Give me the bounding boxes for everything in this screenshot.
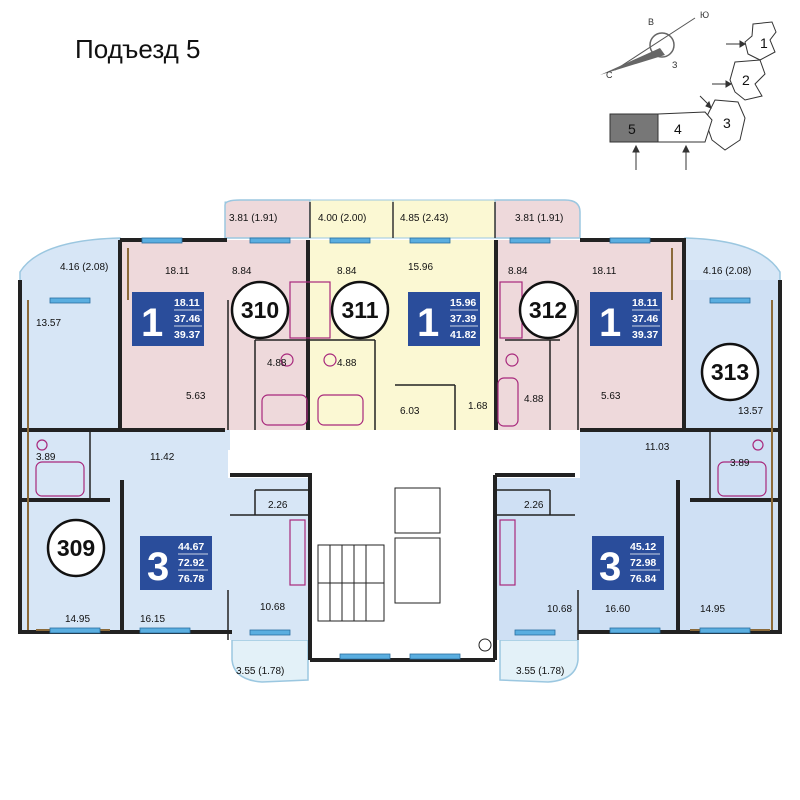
area-balcony-311-b: 4.85 (2.43): [400, 213, 448, 224]
svg-text:1: 1: [417, 301, 439, 345]
entrance-arrows: [632, 40, 746, 170]
svg-text:45.12: 45.12: [630, 541, 656, 553]
inner-walls: [89, 300, 711, 640]
svg-text:39.37: 39.37: [632, 329, 658, 341]
key-section-5: [609, 113, 659, 143]
key-section-1-label: 1: [760, 35, 768, 51]
svg-text:72.98: 72.98: [630, 557, 656, 569]
area-313-room-c: 16.60: [605, 604, 630, 615]
key-plan: С Ю В З 1 2 3 4 5: [600, 10, 777, 170]
apartment-number-313[interactable]: 313: [700, 342, 760, 402]
walls: [18, 238, 782, 662]
svg-text:310: 310: [241, 297, 279, 323]
area-313-wc: 2.26: [524, 500, 544, 511]
area-312-room: 18.11: [592, 266, 617, 277]
area-309-room-c: 16.15: [140, 614, 165, 625]
svg-text:313: 313: [711, 359, 749, 385]
key-section-5-label: 5: [628, 121, 636, 137]
area-313-kitchen: 10.68: [547, 604, 572, 615]
area-312-hall: 5.63: [601, 391, 621, 402]
svg-text:15.96: 15.96: [450, 297, 476, 309]
balcony-312: [494, 199, 581, 239]
svg-text:41.82: 41.82: [450, 329, 476, 341]
balcony-309-bottom: [231, 639, 309, 683]
svg-text:1: 1: [599, 301, 621, 345]
area-313-bath: 3.89: [730, 458, 750, 469]
area-311-wc: 1.68: [468, 401, 488, 412]
key-section-1: [744, 21, 777, 61]
stair-core: [310, 478, 495, 656]
plan-title: Подъезд 5: [75, 34, 201, 64]
area-balcony-313: 4.16 (2.08): [703, 266, 751, 277]
apartment-number-309[interactable]: 309: [46, 518, 106, 578]
area-310-kitchen: 8.84: [232, 266, 252, 277]
balcony-311-a: [309, 199, 394, 239]
area-311-bath: 4.88: [337, 358, 357, 369]
badge-311[interactable]: 1 15.96 37.39 41.82: [408, 292, 480, 346]
balcony-313-bottom: [499, 639, 579, 683]
area-309-room-b: 14.95: [65, 614, 90, 625]
svg-text:1: 1: [141, 301, 163, 345]
svg-text:312: 312: [529, 297, 567, 323]
area-balcony-312: 3.81 (1.91): [515, 213, 563, 224]
area-313-room-a: 13.57: [738, 406, 763, 417]
svg-text:37.39: 37.39: [450, 313, 476, 325]
badge-313[interactable]: 3 45.12 72.98 76.84: [592, 536, 664, 590]
area-312-bath: 4.88: [524, 394, 544, 405]
svg-text:3: 3: [147, 545, 169, 589]
compass-east: В: [648, 17, 654, 27]
svg-text:3: 3: [599, 545, 621, 589]
svg-text:72.92: 72.92: [178, 557, 204, 569]
compass-icon: С Ю В З: [600, 10, 709, 80]
svg-text:37.46: 37.46: [174, 313, 200, 325]
staircase: [317, 487, 492, 652]
svg-text:37.46: 37.46: [632, 313, 658, 325]
compass-west: З: [672, 60, 677, 70]
area-312-kitchen: 8.84: [508, 266, 528, 277]
svg-text:311: 311: [341, 297, 378, 323]
area-balcony-310: 3.81 (1.91): [229, 213, 277, 224]
area-309-wc: 2.26: [268, 500, 288, 511]
windows: [49, 237, 751, 660]
area-309-kitchen: 10.68: [260, 602, 285, 613]
key-section-4-label: 4: [674, 121, 682, 137]
key-section-2-label: 2: [742, 72, 750, 88]
svg-text:76.78: 76.78: [178, 573, 204, 585]
area-310-room: 18.11: [165, 266, 190, 277]
badge-312[interactable]: 1 18.11 37.46 39.37: [590, 292, 662, 346]
apartment-number-312[interactable]: 312: [518, 280, 578, 340]
badge-310[interactable]: 1 18.11 37.46 39.37: [132, 292, 204, 346]
area-balcony-309-bottom: 3.55 (1.78): [236, 666, 284, 677]
key-section-3-label: 3: [723, 115, 731, 131]
area-309-hall: 11.42: [150, 452, 175, 463]
area-310-bath: 4.88: [267, 358, 287, 369]
compass-north: С: [606, 70, 613, 80]
svg-text:309: 309: [57, 535, 95, 561]
compass-south: Ю: [700, 10, 709, 20]
badge-309[interactable]: 3 44.67 72.92 76.78: [140, 536, 212, 590]
svg-text:18.11: 18.11: [174, 297, 200, 309]
area-311-hall: 6.03: [400, 406, 420, 417]
plumbing-fixtures: [35, 281, 767, 586]
area-309-bath: 3.89: [36, 452, 56, 463]
svg-text:39.37: 39.37: [174, 329, 200, 341]
area-balcony-309: 4.16 (2.08): [60, 262, 108, 273]
svg-text:44.67: 44.67: [178, 541, 204, 553]
apartment-number-310[interactable]: 310: [230, 280, 290, 340]
area-313-hall: 11.03: [645, 442, 670, 453]
svg-text:18.11: 18.11: [632, 297, 658, 309]
area-310-hall: 5.63: [186, 391, 206, 402]
area-311-room: 15.96: [408, 262, 433, 273]
apartment-number-311[interactable]: 311: [330, 280, 390, 340]
key-section-4: [657, 111, 713, 143]
svg-text:76.84: 76.84: [630, 573, 656, 585]
area-balcony-311-a: 4.00 (2.00): [318, 213, 366, 224]
area-balcony-313-bottom: 3.55 (1.78): [516, 666, 564, 677]
area-309-room-a: 13.57: [36, 318, 61, 329]
area-311-kitchen: 8.84: [337, 266, 357, 277]
area-313-room-b: 14.95: [700, 604, 725, 615]
